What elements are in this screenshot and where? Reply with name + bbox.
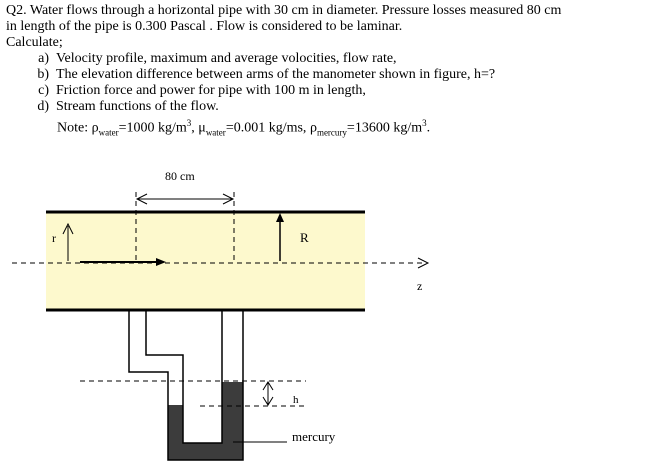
dimension-arrow-right — [222, 193, 235, 205]
question-line-1: Q2. Water flows through a horizontal pip… — [6, 3, 562, 18]
R-label: R — [300, 230, 309, 245]
manometer-inner-wall — [145, 311, 223, 444]
h-arrow-up — [262, 381, 274, 391]
mu-symbol: μ — [198, 120, 206, 136]
manometer-outer-wall — [128, 311, 244, 461]
dimension-label: 80 cm — [165, 169, 195, 183]
r-axis-arrowhead — [62, 222, 74, 235]
question-line-3: Calculate; — [6, 35, 63, 50]
note-separator: , — [191, 120, 199, 136]
cube-superscript-mercury: 3 — [422, 118, 427, 128]
z-axis-arrowhead — [417, 257, 430, 269]
dimension-arrow-left — [135, 193, 148, 205]
rho-mercury-value: =13600 kg/m — [346, 120, 423, 136]
mu-water-value: =0.001 kg/ms, — [225, 120, 310, 136]
h-arrow-down — [262, 396, 274, 406]
question-line-2: in length of the pipe is 0.300 Pascal . … — [6, 19, 403, 34]
note-prefix: Note: — [57, 120, 92, 136]
note-end: . — [426, 120, 431, 136]
question-text: Q2. Water flows through a horizontal pip… — [6, 3, 670, 141]
flow-arrowhead — [156, 258, 166, 266]
mercury-label: mercury — [292, 429, 336, 444]
question-items: Velocity profile, maximum and average vo… — [6, 51, 670, 115]
mercury-subscript: mercury — [316, 127, 347, 138]
h-label: h — [293, 394, 299, 406]
question-item-d: Stream functions of the flow. — [56, 99, 670, 115]
note-line: Note: ρwater=1000 kg/m3, μwater=0.001 kg… — [6, 115, 670, 141]
cube-superscript: 3 — [186, 118, 192, 128]
water-subscript: water — [98, 127, 119, 138]
rho-symbol-mercury: ρ — [309, 120, 317, 136]
manometer-mercury — [168, 382, 243, 460]
question-item-b: The elevation difference between arms of… — [56, 67, 670, 83]
z-label: z — [417, 279, 422, 293]
water-subscript-mu: water — [205, 127, 226, 138]
r-label: r — [52, 231, 56, 245]
rho-water-value: =1000 kg/m — [118, 120, 187, 136]
question-item-c: Friction force and power for pipe with 1… — [56, 83, 670, 99]
question-item-a: Velocity profile, maximum and average vo… — [56, 51, 670, 67]
rho-symbol: ρ — [91, 120, 99, 136]
radius-arrowhead — [276, 213, 284, 222]
